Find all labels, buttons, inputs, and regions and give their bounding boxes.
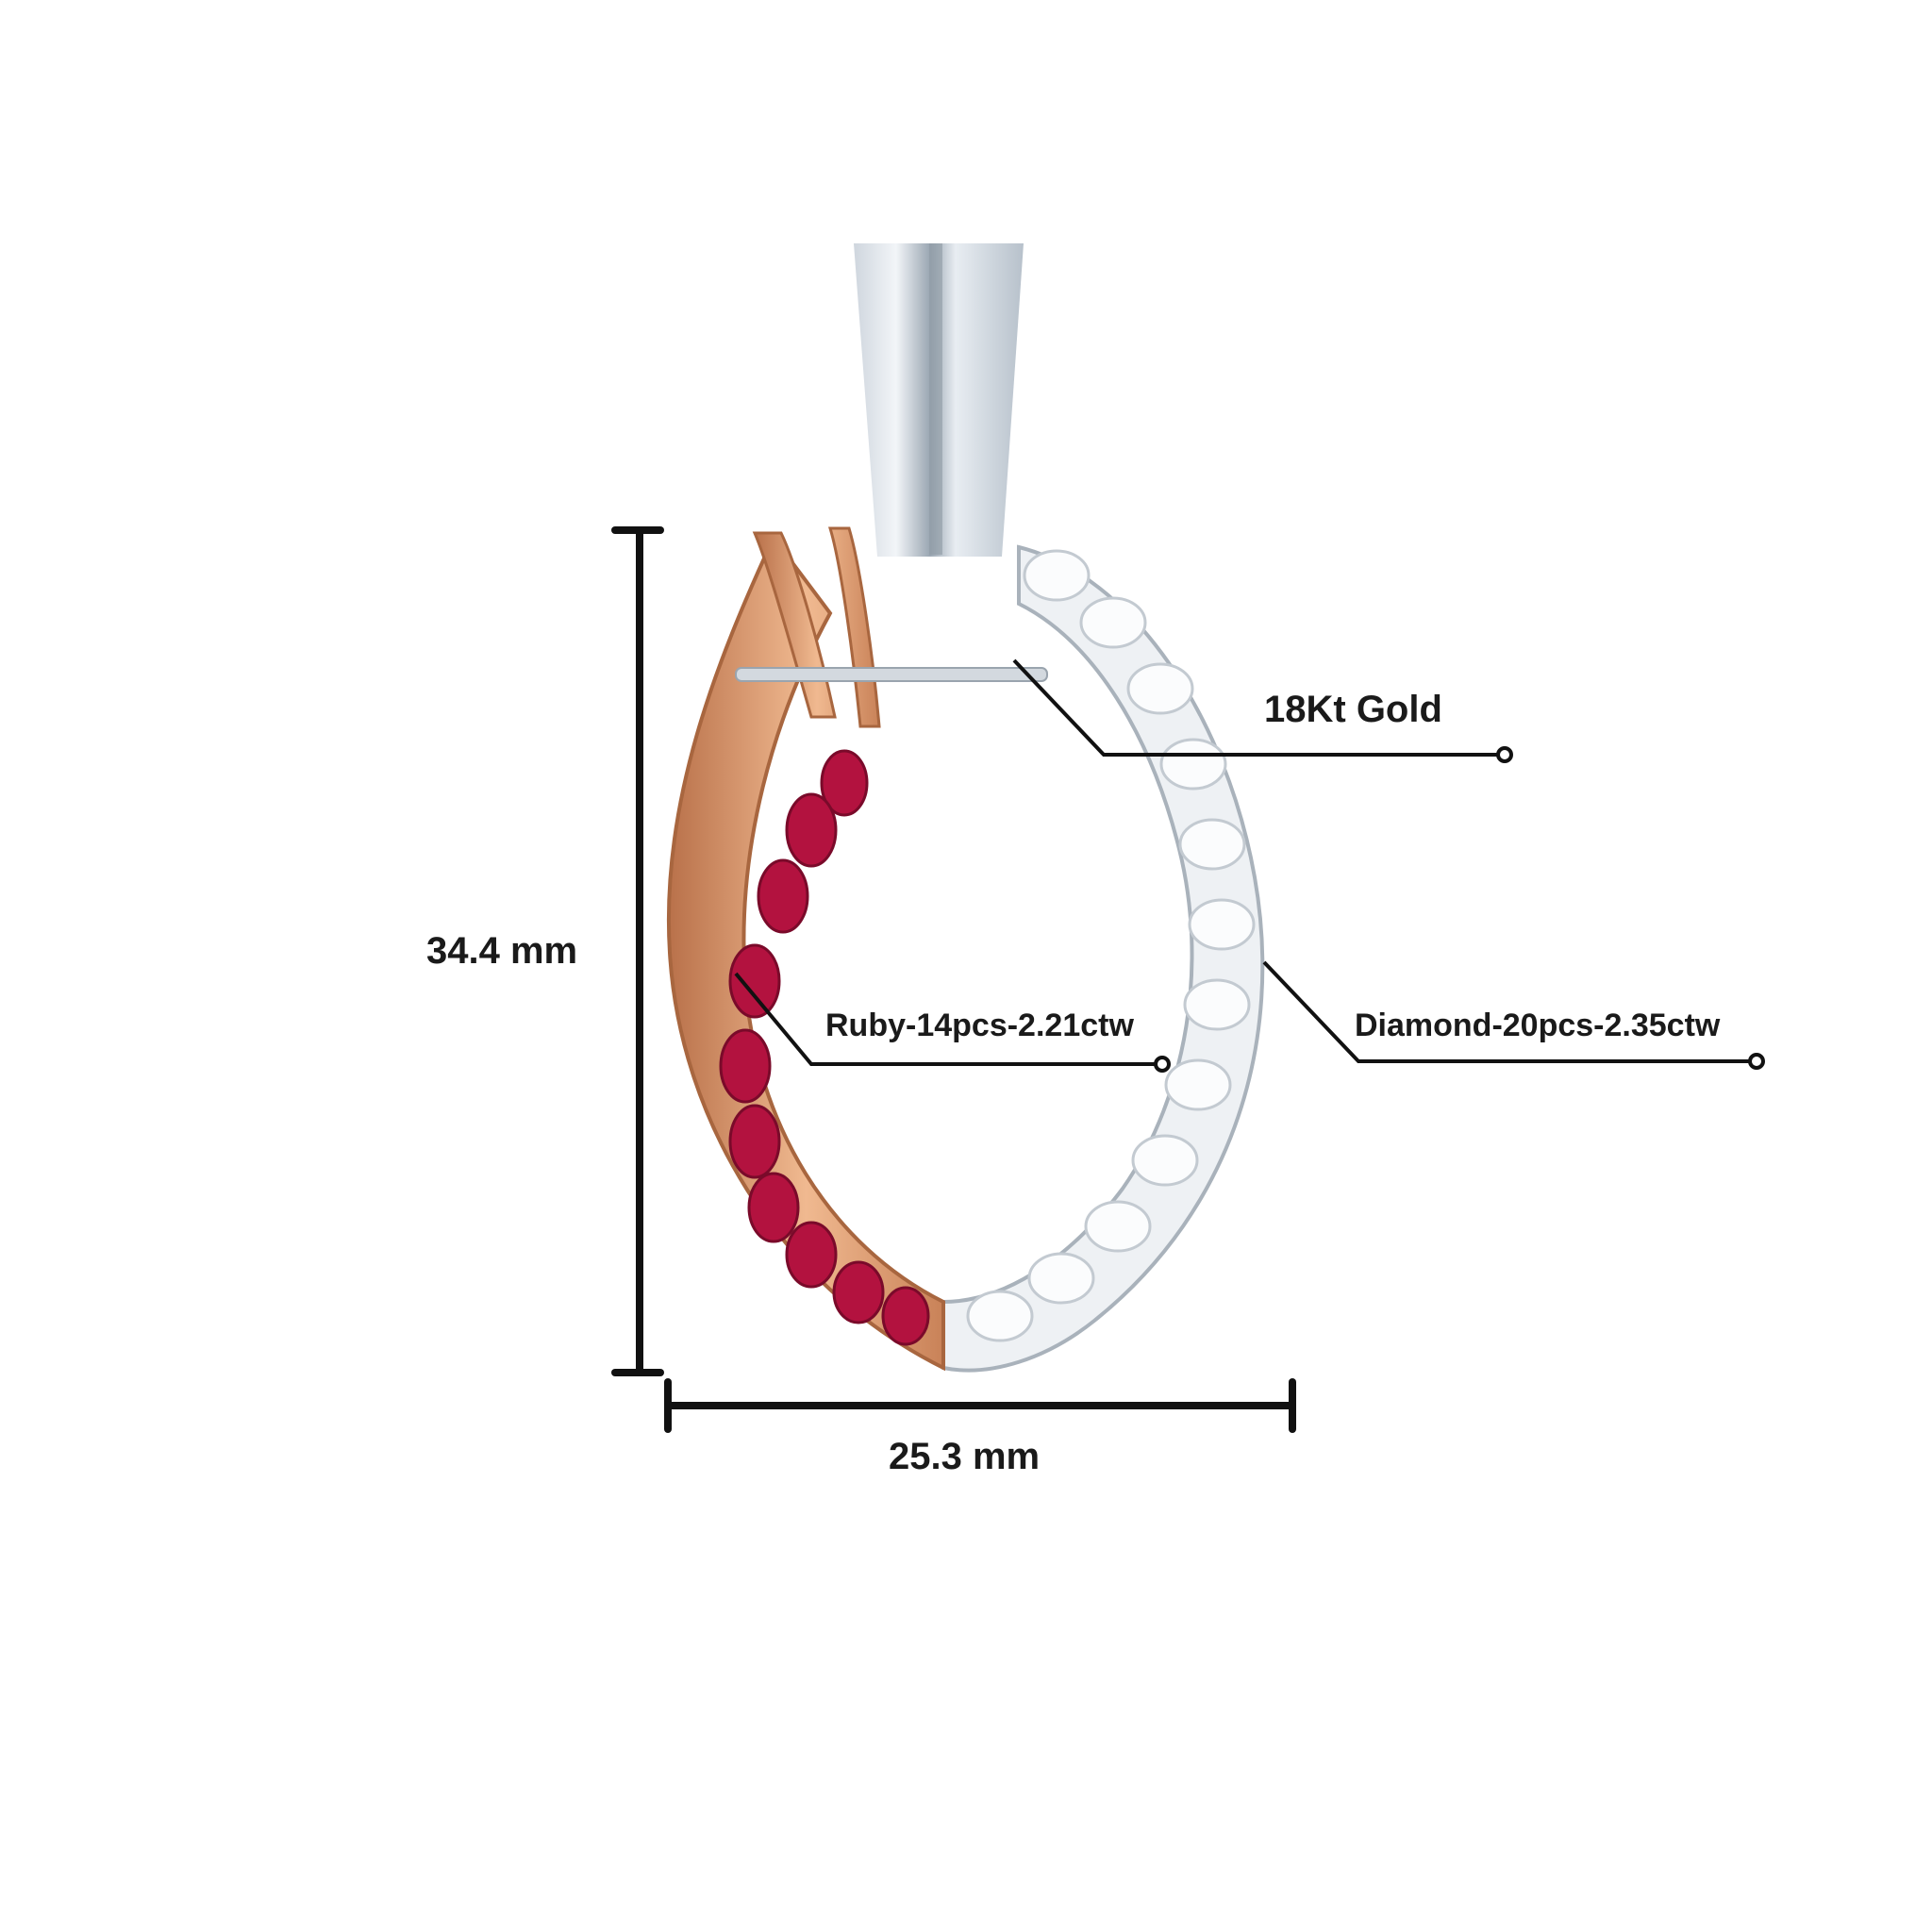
metal-label: 18Kt Gold [1264,689,1442,730]
height-dimension-line [611,526,664,1376]
leader-lines [734,658,1750,1066]
ruby-label: Ruby-14pcs-2.21ctw [825,1008,1134,1043]
leader-endpoints [1154,746,1765,1073]
diamond-stones [966,549,1256,1342]
height-label: 34.4 mm [426,930,578,972]
clip-bar [735,667,1048,682]
stand-shadow-line [929,243,942,555]
rose-gold-clip [752,526,881,728]
width-dimension-line [664,1378,1296,1433]
diamond-label: Diamond-20pcs-2.35ctw [1355,1008,1721,1043]
width-label: 25.3 mm [889,1436,1041,1477]
ruby-stones [719,749,930,1346]
